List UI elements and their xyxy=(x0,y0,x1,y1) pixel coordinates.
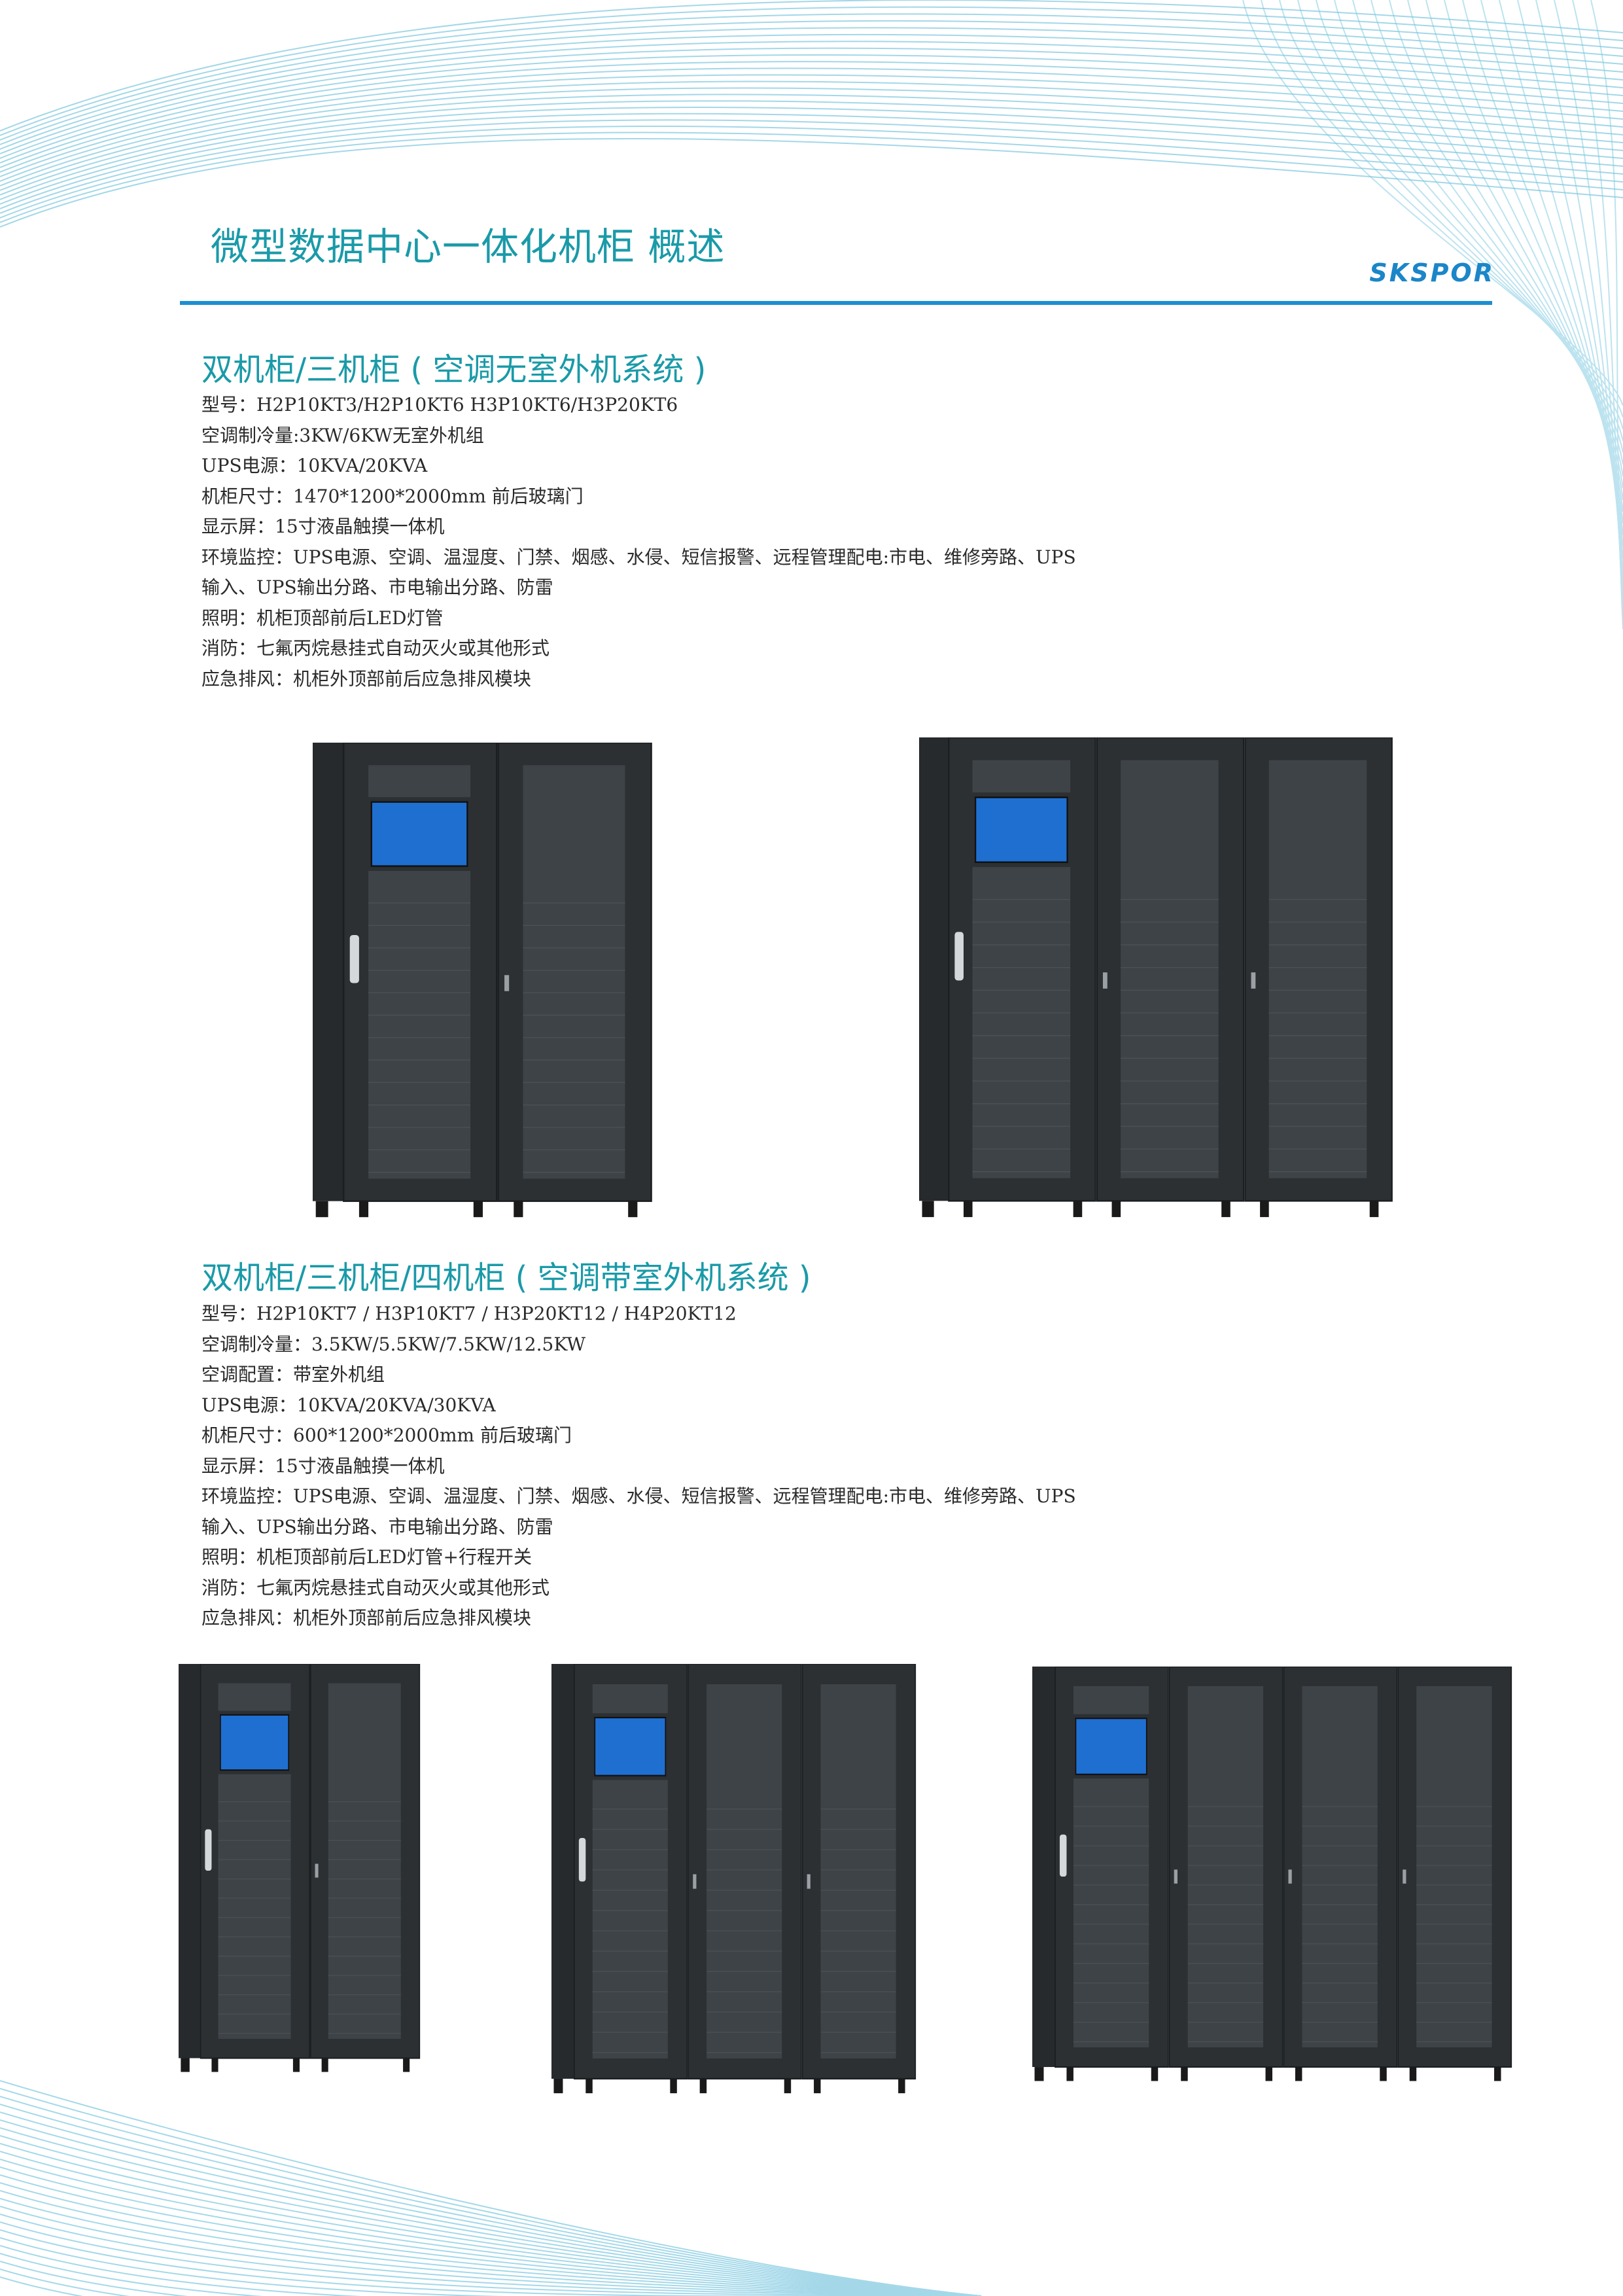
title-divider xyxy=(180,301,1492,305)
spec-exhaust: 应急排风：机柜外顶部前后应急排风模块 xyxy=(201,1607,532,1629)
touch-screen xyxy=(370,801,468,867)
cabinet-bay xyxy=(1244,737,1393,1218)
brand-logo: SKSPOR xyxy=(1369,258,1495,287)
cabinet-bay xyxy=(801,1664,916,2094)
cabinet-bay xyxy=(200,1664,310,2072)
cabinet-bay xyxy=(1096,737,1245,1218)
cabinet-drawing xyxy=(179,1664,421,2072)
cabinet-bay xyxy=(1283,1667,1398,2081)
spec-ups: UPS电源：10KVA/20KVA/30KVA xyxy=(201,1394,496,1416)
spec-monitoring-cont: 输入、UPS输出分路、市电输出分路、防雷 xyxy=(201,576,553,598)
spec-model: 型号：H2P10KT7 / H3P10KT7 / H3P20KT12 / H4P… xyxy=(201,1303,737,1324)
spec-fire: 消防：七氟丙烷悬挂式自动灭火或其他形式 xyxy=(201,1576,550,1598)
spec-dimensions: 机柜尺寸：1470*1200*2000mm 前后玻璃门 xyxy=(201,485,584,507)
cabinet-image-three-bay-outdoor xyxy=(551,1664,916,2099)
cabinet-bay xyxy=(1055,1667,1169,2081)
cabinet-bay xyxy=(688,1664,802,2094)
cabinet-bay xyxy=(1168,1667,1283,2081)
cabinet-image-four-bay-outdoor xyxy=(1032,1667,1512,2087)
spec-ups: UPS电源：10KVA/20KVA xyxy=(201,455,428,476)
touch-screen xyxy=(594,1716,667,1776)
cabinet-bay xyxy=(497,743,652,1218)
door-handle xyxy=(954,932,964,981)
cabinet-bay xyxy=(1397,1667,1512,2081)
touch-screen xyxy=(1075,1718,1147,1775)
cabinet-bay xyxy=(343,743,498,1218)
cabinet-bay xyxy=(574,1664,688,2094)
section-heading-1: 双机柜/三机柜 ( 空调无室外机系统 ) xyxy=(201,351,707,388)
spec-exhaust: 应急排风：机柜外顶部前后应急排风模块 xyxy=(201,667,532,690)
section-heading-2: 双机柜/三机柜/四机柜 ( 空调带室外机系统 ) xyxy=(201,1260,811,1296)
door-handle xyxy=(1059,1834,1067,1877)
door-handle xyxy=(349,935,359,983)
cabinet-bay xyxy=(948,737,1096,1218)
spec-display: 显示屏：15寸液晶触摸一体机 xyxy=(201,516,445,537)
spec-list-2: 型号：H2P10KT7 / H3P10KT7 / H3P20KT12 / H4P… xyxy=(201,1299,1444,1634)
door-handle xyxy=(205,1829,212,1871)
touch-screen xyxy=(220,1714,290,1771)
touch-screen xyxy=(974,796,1068,863)
spec-monitoring: 环境监控：UPS电源、空调、温湿度、门禁、烟感、水侵、短信报警、远程管理配电:市… xyxy=(201,546,1076,568)
spec-cooling: 空调制冷量:3KW/6KW无室外机组 xyxy=(201,424,484,446)
cabinet-drawing xyxy=(1032,1667,1512,2081)
spec-cooling: 空调制冷量：3.5KW/5.5KW/7.5KW/12.5KW xyxy=(201,1333,586,1355)
spec-monitoring: 环境监控：UPS电源、空调、温湿度、门禁、烟感、水侵、短信报警、远程管理配电:市… xyxy=(201,1485,1076,1507)
spec-fire: 消防：七氟丙烷悬挂式自动灭火或其他形式 xyxy=(201,637,550,659)
spec-list-1: 型号：H2P10KT3/H2P10KT6 H3P10KT6/H3P20KT6 空… xyxy=(201,390,1444,694)
cabinet-drawing xyxy=(919,737,1393,1218)
spec-monitoring-cont: 输入、UPS输出分路、市电输出分路、防雷 xyxy=(201,1515,553,1538)
spec-ac-config: 空调配置：带室外机组 xyxy=(201,1364,385,1385)
door-handle xyxy=(578,1838,586,1882)
spec-lighting: 照明：机柜顶部前后LED灯管 xyxy=(201,607,444,629)
spec-display: 显示屏：15寸液晶触摸一体机 xyxy=(201,1455,445,1477)
cabinet-image-two-bay-outdoor xyxy=(179,1664,421,2077)
cabinet-image-three-bay xyxy=(919,737,1393,1224)
spec-dimensions: 机柜尺寸：600*1200*2000mm 前后玻璃门 xyxy=(201,1424,572,1446)
spec-model: 型号：H2P10KT3/H2P10KT6 H3P10KT6/H3P20KT6 xyxy=(201,394,678,415)
cabinet-bay xyxy=(309,1664,421,2072)
cabinet-image-two-bay xyxy=(313,743,653,1224)
cabinet-drawing xyxy=(313,743,652,1218)
cabinet-drawing xyxy=(551,1664,916,2094)
page-title: 微型数据中心一体化机柜 概述 xyxy=(211,224,725,269)
spec-lighting: 照明：机柜顶部前后LED灯管+行程开关 xyxy=(201,1546,532,1568)
